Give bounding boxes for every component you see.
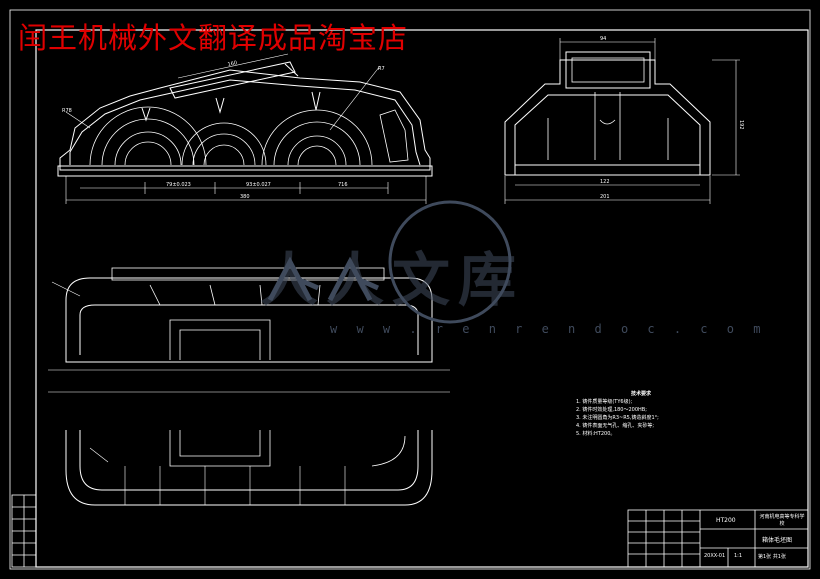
dim-2: 93±0.027 bbox=[246, 182, 271, 188]
shop-title: 闰王机械外文翻译成品淘宝店 bbox=[18, 21, 409, 55]
dim-side-height: 192 bbox=[738, 120, 744, 130]
notes-item: 1. 铸件质量等级(TY6级); bbox=[576, 399, 633, 405]
dim-side-inner: 122 bbox=[600, 179, 610, 185]
technical-notes: 技术要求 1. 铸件质量等级(TY6级); 2. 铸件时效处理,180～200H… bbox=[576, 390, 726, 438]
outer-frame bbox=[9, 9, 811, 570]
inner-frame bbox=[35, 29, 809, 568]
title-block-sheet: 第1张 共1张 bbox=[758, 554, 786, 560]
notes-item: 4. 铸件表面无气孔、缩孔、夹砂等; bbox=[576, 423, 655, 429]
dim-3: 716 bbox=[338, 182, 348, 188]
notes-item: 2. 铸件时效处理,180～200HB; bbox=[576, 407, 647, 413]
notes-title: 技术要求 bbox=[630, 391, 651, 397]
title-block-drawing-name: 箱体毛坯图 bbox=[762, 537, 793, 544]
watermark-logo bbox=[267, 200, 512, 324]
dim-1: 79±0.023 bbox=[166, 182, 191, 188]
title-block-school: 河南机电高等专科学校 bbox=[759, 514, 805, 527]
title-block-material: HT200 bbox=[716, 517, 736, 524]
dim-side-base: 201 bbox=[600, 194, 610, 200]
front-view bbox=[57, 53, 433, 204]
title-block-scale: 1:1 bbox=[734, 553, 743, 559]
dim-side-top: 94 bbox=[600, 36, 606, 42]
dim-overall-length: 380 bbox=[240, 194, 250, 200]
side-view bbox=[504, 38, 740, 204]
title-block-drawing-no: 20XX-01 bbox=[704, 553, 726, 559]
notes-item: 3. 未注明圆角为R3~R5,铸造斜度1°; bbox=[576, 415, 659, 421]
watermark-url: w w w . r e n r e n d o c . c o m bbox=[330, 322, 767, 336]
dim-top-width: 160 bbox=[227, 60, 238, 68]
watermark-brand: 人人文库 bbox=[260, 246, 524, 314]
notes-item: 5. 材料:HT200。 bbox=[576, 431, 616, 437]
title-block-lines bbox=[627, 509, 809, 568]
dim-left-leader: R78 bbox=[62, 108, 72, 114]
margin-table bbox=[11, 494, 37, 568]
dim-arc-leader: R7 bbox=[378, 66, 385, 72]
